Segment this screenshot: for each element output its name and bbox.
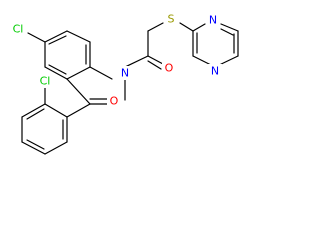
nitrogen-atom-label: N: [206, 13, 220, 27]
bond: [147, 22, 164, 32]
bond: [66, 78, 91, 105]
bond-lines: [21, 22, 239, 155]
svg-text:O: O: [110, 95, 119, 108]
bond: [44, 66, 68, 80]
svg-text:N: N: [209, 14, 217, 27]
svg-text:O: O: [165, 62, 174, 75]
bond: [89, 66, 113, 80]
bond: [192, 23, 206, 32]
bond: [147, 55, 164, 65]
chemical-structure-diagram: Cl N O S N N O Cl: [10, 12, 239, 155]
bond: [220, 28, 234, 36]
bond: [21, 103, 46, 118]
oxygen-atom-label: O: [107, 94, 121, 108]
bond: [26, 108, 45, 120]
svg-text:N: N: [211, 65, 219, 78]
bond: [21, 141, 46, 155]
bond: [44, 103, 68, 118]
svg-text:N: N: [121, 67, 129, 80]
bond: [27, 32, 46, 43]
bond: [44, 141, 68, 155]
sulfur-atom-label: S: [164, 12, 178, 26]
bond: [48, 64, 67, 75]
bond: [66, 30, 91, 43]
nitrogen-atom-label: N: [208, 64, 222, 78]
bond: [179, 22, 194, 32]
bond: [66, 103, 91, 118]
atom-labels: Cl N O S N N O Cl: [10, 12, 222, 108]
bond: [26, 139, 45, 150]
svg-text:Cl: Cl: [13, 23, 24, 36]
chlorine-atom-label: Cl: [36, 74, 54, 88]
chlorine-atom-label: Cl: [10, 22, 26, 36]
nitrogen-atom-label: N: [118, 66, 132, 80]
svg-text:Cl: Cl: [40, 75, 51, 88]
bond: [44, 30, 68, 43]
bond: [124, 55, 149, 68]
bond: [220, 23, 239, 32]
bond: [66, 66, 91, 80]
bond: [147, 60, 162, 70]
oxygen-atom-label: O: [162, 61, 176, 75]
svg-text:S: S: [168, 13, 175, 26]
bond: [48, 35, 67, 45]
